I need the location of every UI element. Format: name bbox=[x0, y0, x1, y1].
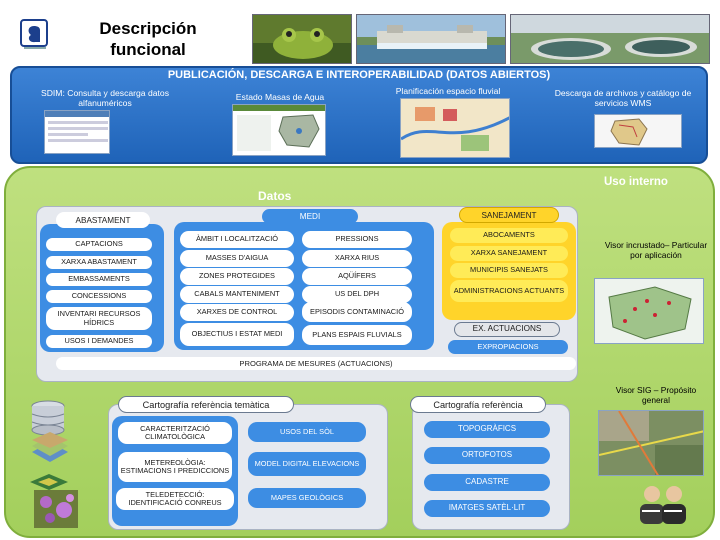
sdim-screenshot-thumb[interactable] bbox=[44, 110, 110, 154]
sig-viewer-map-thumb[interactable] bbox=[598, 410, 704, 476]
thematic-item-mapes-geologics[interactable]: MAPES GEOLÒGICS bbox=[248, 488, 366, 508]
data-section-title: Datos bbox=[258, 189, 292, 203]
geology-photo-thumb bbox=[34, 490, 78, 528]
medi-item-objectius[interactable]: OBJECTIUS I ESTAT MEDI bbox=[180, 323, 294, 346]
medi-item-xarxa-rius[interactable]: XARXA RIUS bbox=[302, 250, 412, 267]
abastament-item-usos[interactable]: USOS I DEMANDES bbox=[46, 335, 152, 348]
publication-panel bbox=[10, 66, 708, 164]
medi-item-zones[interactable]: ZONES PROTEGIDES bbox=[180, 268, 294, 285]
publication-title: PUBLICACIÓN, DESCARGA E INTEROPERABILIDA… bbox=[167, 69, 551, 81]
medi-item-aquifers[interactable]: AQÜÍFERS bbox=[302, 268, 412, 285]
sanejament-title: SANEJAMENT bbox=[459, 207, 559, 223]
medi-title: MEDI bbox=[262, 209, 358, 224]
sanejament-item-abocaments[interactable]: ABOCAMENTS bbox=[450, 228, 568, 243]
users-icon bbox=[634, 480, 694, 526]
reference-cartography-title: Cartografía referència bbox=[410, 396, 546, 413]
ex-actuacions-box[interactable]: EX. ACTUACIONS bbox=[454, 322, 560, 337]
abastament-title: ABASTAMENT bbox=[56, 212, 150, 228]
water-masses-screenshot-thumb[interactable] bbox=[232, 104, 326, 156]
medi-item-pressions[interactable]: PRESSIONS bbox=[302, 231, 412, 248]
page-title: Descripción funcional bbox=[99, 19, 197, 59]
landcover-layer-icon bbox=[28, 472, 70, 492]
reference-item-cadastre[interactable]: CADASTRE bbox=[424, 474, 550, 491]
fluvial-planning-map-thumb[interactable] bbox=[400, 98, 510, 158]
thematic-item-model-digital[interactable]: MODEL DIGITAL ELEVACIONS bbox=[248, 452, 366, 476]
expropiacions-box[interactable]: EXPROPIACIONS bbox=[448, 340, 568, 354]
medi-item-episodis[interactable]: EPISODIS CONTAMINACIÓ bbox=[302, 302, 412, 322]
abastament-item-concessions[interactable]: CONCESSIONS bbox=[46, 290, 152, 303]
abastament-item-captacions[interactable]: CAPTACIONS bbox=[46, 238, 152, 251]
medi-item-xarxes-control[interactable]: XARXES DE CONTROL bbox=[180, 304, 294, 321]
medi-item-masses[interactable]: MASSES D'AIGUA bbox=[180, 250, 294, 267]
medi-item-cabals[interactable]: CABALS MANTENIMENT bbox=[180, 286, 294, 303]
programa-mesures-bar[interactable]: PROGRAMA DE MESURES (ACTUACIONS) bbox=[56, 357, 576, 370]
sanejament-item-municipis[interactable]: MUNICIPIS SANEJATS bbox=[450, 263, 568, 278]
wms-catalog-label: Descarga de archivos y catálogo de servi… bbox=[554, 88, 692, 108]
medi-item-us-dph[interactable]: US DEL DPH bbox=[302, 286, 412, 303]
abastament-item-xarxa[interactable]: XARXA ABASTAMENT bbox=[46, 256, 152, 269]
thematic-cartography-title: Cartografía referència temàtica bbox=[118, 396, 294, 413]
database-icon bbox=[28, 400, 68, 436]
embedded-viewer-map-thumb[interactable] bbox=[594, 278, 704, 344]
treatment-plant-photo bbox=[510, 14, 710, 64]
thematic-item-teledeteccio[interactable]: TELEDETECCIÓ: IDENTIFICACIÓ CONREUS bbox=[116, 488, 234, 510]
agency-logo bbox=[18, 18, 52, 52]
sig-viewer-label: Visor SIG – Propósito general bbox=[615, 385, 697, 405]
embedded-viewer-label: Visor incrustado– Particular por aplicac… bbox=[604, 240, 708, 260]
thematic-item-usos-sol[interactable]: USOS DEL SÒL bbox=[248, 422, 366, 442]
reference-item-topografics[interactable]: TOPOGRÀFICS bbox=[424, 421, 550, 438]
fluvial-planning-label: Planificación espacio fluvial bbox=[395, 86, 501, 96]
sanejament-item-administracions[interactable]: ADMINISTRACIONS ACTUANTS bbox=[450, 280, 568, 302]
thematic-item-meteorologia[interactable]: METEREOLÒGIA: ESTIMACIONS I PREDICCIONS bbox=[118, 452, 232, 482]
terrain-layers-icon bbox=[30, 432, 70, 470]
dam-photo bbox=[356, 14, 506, 64]
abastament-item-inventari[interactable]: INVENTARI RECURSOS HÍDRICS bbox=[46, 307, 152, 330]
medi-item-plans[interactable]: PLANS ESPAIS FLUVIALS bbox=[302, 325, 412, 345]
sdim-download-label: SDIM: Consulta y descarga datos alfanumé… bbox=[40, 88, 169, 108]
internal-use-title: Uso interno bbox=[604, 176, 668, 188]
medi-item-ambit[interactable]: ÀMBIT I LOCALITZACIÓ bbox=[180, 231, 294, 248]
reference-item-imatges-satellit[interactable]: IMATGES SATÈL·LIT bbox=[424, 500, 550, 517]
wms-catalog-thumb[interactable] bbox=[594, 114, 682, 148]
water-masses-label: Estado Masas de Agua bbox=[235, 92, 325, 102]
thematic-item-climatologia[interactable]: CARACTERITZACIÓ CLIMATOLÒGICA bbox=[118, 422, 232, 444]
sanejament-item-xarxa[interactable]: XARXA SANEJAMENT bbox=[450, 246, 568, 261]
abastament-item-embassaments[interactable]: EMBASSAMENTS bbox=[46, 273, 152, 286]
reference-item-ortofotos[interactable]: ORTOFOTOS bbox=[424, 447, 550, 464]
frog-photo bbox=[252, 14, 352, 64]
